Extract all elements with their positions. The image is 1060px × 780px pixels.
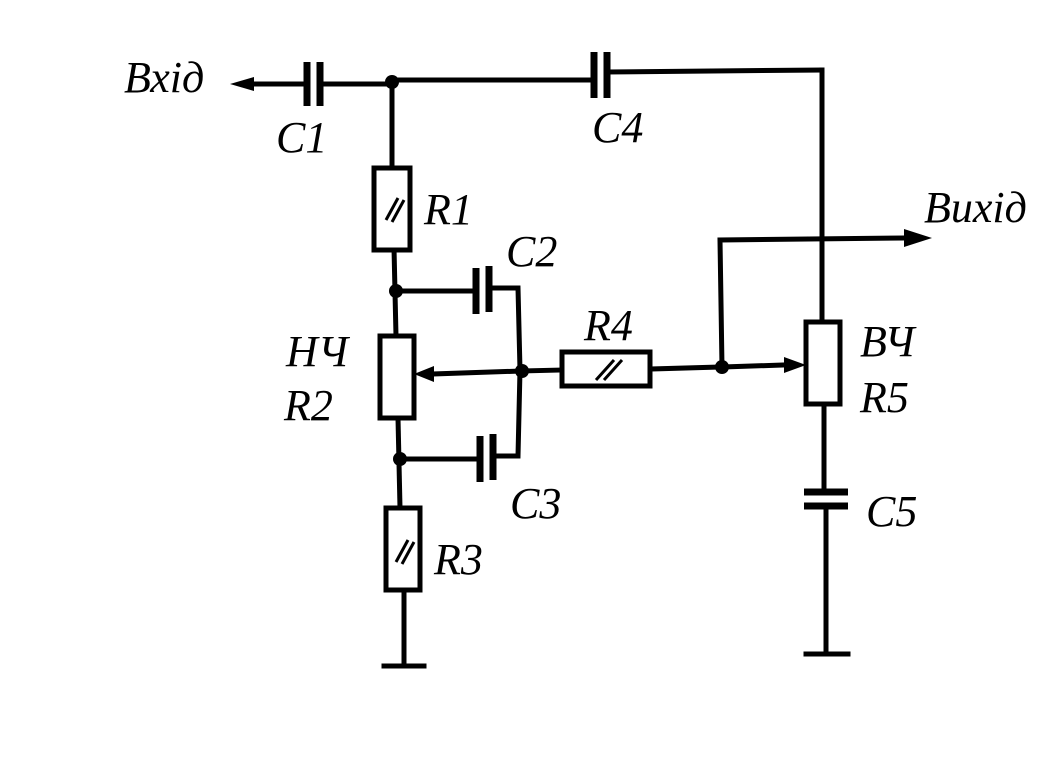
label-r5: R5 <box>859 373 909 422</box>
capacitor-c1 <box>303 62 324 106</box>
label-r1: R1 <box>423 185 473 234</box>
r2-wiper-arrow-icon <box>414 366 434 382</box>
output-arrow-icon <box>904 229 932 247</box>
wire-r5-wiper <box>719 362 787 370</box>
label-r2: R2 <box>283 381 333 430</box>
junction-output <box>715 360 729 374</box>
wire-r4-junction <box>647 364 725 372</box>
wire-c2-right <box>487 285 523 373</box>
wire-output <box>717 235 905 370</box>
potentiometer-r2 <box>377 333 417 421</box>
label-high-freq: ВЧ <box>860 317 917 366</box>
potentiometer-r5 <box>803 319 843 407</box>
wire-c4-right <box>605 67 825 75</box>
label-c3: C3 <box>510 479 561 528</box>
label-c5: C5 <box>866 487 917 536</box>
capacitor-c3 <box>476 434 497 482</box>
r5-wiper-arrow-icon <box>784 357 806 373</box>
junction-r2-r3 <box>393 452 407 466</box>
resistor-r1 <box>371 165 413 253</box>
label-c1: C1 <box>276 113 327 162</box>
junction-mid <box>515 364 529 378</box>
label-r4: R4 <box>583 301 633 350</box>
label-output: Вихід <box>924 183 1027 232</box>
label-low-freq: НЧ <box>285 327 351 376</box>
label-r3: R3 <box>433 535 483 584</box>
resistor-r3 <box>383 505 423 593</box>
wire-r2-wiper <box>429 368 525 377</box>
input-arrow-icon <box>230 77 254 91</box>
label-input: Вхід <box>124 53 204 102</box>
wires <box>243 67 905 667</box>
wire-c3-right <box>491 367 523 459</box>
label-c4: C4 <box>592 103 643 152</box>
capacitor-c4 <box>590 52 611 98</box>
label-c2: C2 <box>506 227 557 276</box>
capacitor-c5 <box>804 488 848 510</box>
capacitor-c2 <box>472 266 493 314</box>
resistor-r4 <box>559 349 653 389</box>
junction-top <box>385 75 399 89</box>
junction-r1-r2 <box>389 284 403 298</box>
